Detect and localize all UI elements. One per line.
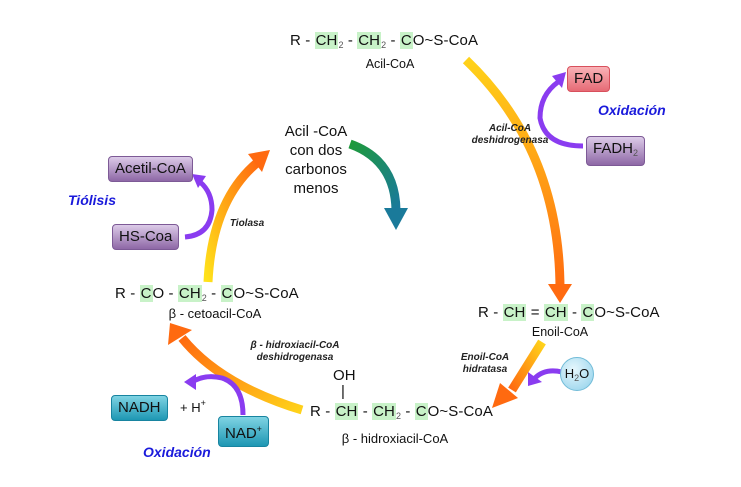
process-tiolisis: Tiólisis bbox=[68, 192, 116, 208]
formula-oh-group: OH bbox=[333, 367, 356, 384]
enzyme-line: Tiolasa bbox=[229, 218, 265, 229]
arrow-acil-to-enoil bbox=[462, 56, 572, 303]
formula-cetoacil-coa: R - CO - CH2 - CO~S-CoA bbox=[115, 285, 299, 303]
cofactor-fad: FAD bbox=[567, 66, 611, 92]
enzyme-line: deshidrogenasa bbox=[256, 352, 334, 363]
formula-bond: | bbox=[341, 383, 345, 400]
cofactor-h2o: H2O bbox=[560, 357, 594, 391]
cofactor-acetil-coa: Acetil-CoA bbox=[108, 156, 193, 182]
arrow-fadh2-to-fad bbox=[537, 72, 584, 149]
arrow-nad-to-nadh bbox=[184, 374, 246, 416]
process-oxidacion-fad: Oxidación bbox=[598, 102, 666, 118]
arrow-hscoa-to-acetilcoa bbox=[184, 174, 215, 240]
formula-acil-coa: R - CH2 - CH2 - CO~S-CoA bbox=[290, 32, 479, 50]
center-label-line: menos bbox=[293, 180, 339, 197]
cofactor-fadh2: FADH2 bbox=[586, 136, 646, 166]
label-cetoacil-coa: β - cetoacil-CoA bbox=[168, 306, 262, 321]
h-plus-label: + H+ bbox=[180, 398, 206, 415]
formula-enoil-coa: R - CH = CH - CO~S-CoA bbox=[478, 304, 660, 321]
center-label-line: carbonos bbox=[285, 161, 347, 178]
center-label-line: Acil -CoA bbox=[284, 123, 348, 140]
center-label: Acil -CoA con dos carbonos menos bbox=[280, 122, 352, 198]
cofactor-nadh: NADH bbox=[111, 395, 168, 421]
arrow-enoil-to-hidroxiacil bbox=[492, 339, 546, 408]
label-acil-coa: Acil-CoA bbox=[365, 57, 415, 71]
enzyme-acil-coa-deshidrogenasa: Acil-CoA deshidrogenasa bbox=[470, 123, 550, 147]
enzyme-line: deshidrogenasa bbox=[471, 135, 549, 146]
label-enoil-coa: Enoil-CoA bbox=[531, 325, 589, 339]
enzyme-tiolasa: Tiolasa bbox=[226, 218, 268, 230]
formula-hidroxiacil-coa: R - CH - CH2 - CO~S-CoA bbox=[310, 403, 493, 421]
enzyme-line: hidratasa bbox=[462, 364, 508, 375]
cofactor-nad: NAD+ bbox=[218, 416, 269, 447]
arrow-hidroxiacil-to-cetoacil bbox=[168, 323, 304, 415]
enzyme-hidroxiacil-deshidrogenasa: β - hidroxiacil-CoA deshidrogenasa bbox=[240, 340, 350, 364]
arrow-h2o bbox=[528, 368, 563, 386]
process-oxidacion-nad: Oxidación bbox=[143, 444, 211, 460]
enzyme-line: Enoil-CoA bbox=[460, 352, 510, 363]
arrow-tiolasa bbox=[203, 150, 270, 283]
arrow-center-cycle bbox=[348, 139, 408, 230]
label-hidroxiacil-coa: β - hidroxiacil-CoA bbox=[341, 431, 449, 446]
enzyme-line: β - hidroxiacil-CoA bbox=[250, 340, 340, 351]
enzyme-enoil-coa-hidratasa: Enoil-CoA hidratasa bbox=[455, 352, 515, 376]
center-label-line: con dos bbox=[289, 142, 343, 159]
enzyme-line: Acil-CoA bbox=[488, 123, 532, 134]
cofactor-hs-coa: HS-Coa bbox=[112, 224, 180, 250]
